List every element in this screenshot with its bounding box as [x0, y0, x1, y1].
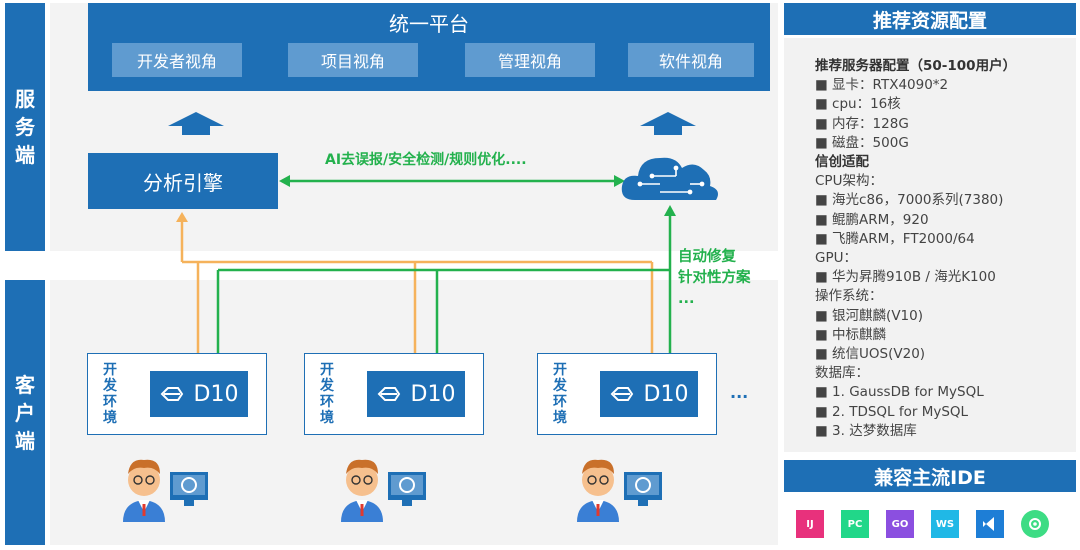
client-side-text: 客户端: [15, 372, 35, 453]
d10-product-badge: D10: [600, 371, 698, 417]
spec-item: 操作系统：: [815, 288, 883, 305]
spec-item: GPU：: [815, 250, 857, 267]
up-arrow-left: [168, 112, 224, 135]
env-label: 开发环境: [320, 362, 334, 426]
auto-repair-line3: ...: [678, 291, 695, 307]
d10-logo-icon: [377, 387, 400, 401]
spec-item: ■ 显卡：RTX4090*2: [815, 77, 949, 94]
up-arrow-right: [640, 112, 696, 135]
spec-item: 数据库：: [815, 365, 869, 382]
spec-item: ■ 磁盘：500G: [815, 134, 909, 151]
client-environment-3: 开发环境 D10: [537, 353, 717, 435]
d10-product-badge: D10: [150, 371, 248, 417]
env-label: 开发环境: [103, 362, 117, 426]
spec-item: ■ 统信UOS(V20): [815, 346, 926, 363]
auto-repair-line1: 自动修复: [678, 249, 736, 265]
client-environment-1: 开发环境 D10: [87, 353, 267, 435]
resources-spec-list: 推荐服务器配置（50-100用户） ■ 显卡：RTX4090*2 ■ cpu：16核…: [815, 57, 1070, 441]
client-side-label: 客户端: [5, 280, 45, 545]
engine-cloud-arrow: [279, 175, 625, 187]
pycharm-icon: PC: [841, 510, 869, 538]
view-management[interactable]: 管理视角: [465, 43, 595, 77]
android-studio-icon: [1021, 510, 1049, 538]
d10-label: D10: [193, 381, 239, 407]
auto-repair-text: 自动修复 针对性方案 ...: [678, 247, 773, 310]
platform-title: 统一平台: [389, 12, 469, 36]
spec-item: ■ 2. TDSQL for MySQL: [815, 403, 969, 420]
spec-item: CPU架构：: [815, 173, 883, 190]
spec-item: ■ 鲲鹏ARM，920: [815, 211, 929, 228]
cloud-ai-icon: [621, 157, 718, 200]
goland-icon: GO: [886, 510, 914, 538]
ide-icon-row: IJ PC GO WS: [796, 506, 1066, 542]
spec-item: ■ 内存：128G: [815, 115, 909, 132]
vscode-icon: [976, 510, 1004, 538]
spec-heading: 信创适配: [815, 154, 869, 171]
d10-label: D10: [643, 381, 689, 407]
ide-title: 兼容主流IDE: [784, 460, 1076, 492]
spec-item: ■ cpu：16核: [815, 96, 901, 113]
view-software[interactable]: 软件视角: [628, 43, 754, 77]
env-label: 开发环境: [553, 362, 567, 426]
analysis-engine-box: 分析引擎: [88, 153, 278, 209]
spec-item: ■ 飞腾ARM，FT2000/64: [815, 230, 975, 247]
green-arrowheads: [212, 205, 676, 369]
server-side-label: 服务端: [5, 3, 45, 251]
auto-repair-line2: 针对性方案: [678, 270, 751, 286]
client-environment-2: 开发环境 D10: [304, 353, 484, 435]
intellij-icon: IJ: [796, 510, 824, 538]
d10-product-badge: D10: [367, 371, 465, 417]
developer-figure-1: [123, 459, 208, 522]
spec-item: ■ 1. GaussDB for MySQL: [815, 384, 984, 401]
d10-label: D10: [410, 381, 456, 407]
orange-connectors: [180, 220, 654, 360]
spec-item: ■ 3. 达梦数据库: [815, 422, 917, 439]
developer-figure-2: [341, 459, 426, 522]
view-project[interactable]: 项目视角: [288, 43, 418, 77]
ai-capabilities-text: AI去误报/安全检测/规则优化....: [325, 152, 527, 168]
resources-panel: [784, 38, 1076, 452]
green-connectors: [216, 212, 672, 360]
d10-logo-icon: [610, 387, 633, 401]
webstorm-icon: WS: [931, 510, 959, 538]
spec-item: ■ 华为昇腾910B / 海光K100: [815, 269, 996, 286]
spec-item: ■ 海光c86，7000系列(7380): [815, 192, 1004, 209]
d10-logo-icon: [160, 387, 183, 401]
orange-arrowheads: [176, 212, 658, 369]
developer-figure-3: [577, 459, 662, 522]
server-side-text: 服务端: [15, 87, 35, 167]
spec-item: ■ 中标麒麟: [815, 326, 887, 343]
resources-title: 推荐资源配置: [784, 3, 1076, 35]
spec-item: ■ 银河麒麟(V10): [815, 307, 923, 324]
view-developer[interactable]: 开发者视角: [112, 43, 242, 77]
spec-heading: 推荐服务器配置（50-100用户）: [815, 58, 1017, 74]
more-clients-ellipsis: ...: [730, 383, 749, 402]
